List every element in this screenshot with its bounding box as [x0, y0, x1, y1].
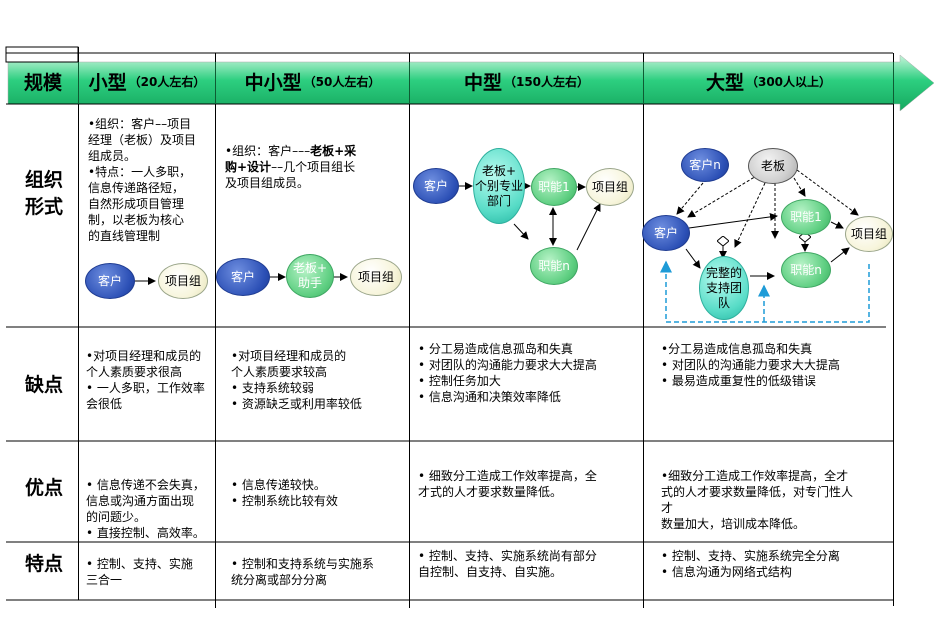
mid-client-node: 客户: [413, 168, 459, 204]
col-size: （50人左右）: [303, 74, 381, 89]
header-col-large: 大型（300人以上）: [644, 62, 893, 100]
org-smallmid-suffix: ––几个项目组长 及项目组成员。: [225, 160, 356, 190]
mid-func1-node: 职能1: [531, 168, 577, 206]
pros-mid-text: • 细致分工造成工作效率提高，全 才式的人才要求数量降低。: [418, 469, 597, 499]
header-col-smallmid: 中小型（50人左右）: [216, 62, 409, 100]
row-label-features: 特点: [24, 553, 63, 575]
large-team-node: 项目组: [845, 216, 893, 252]
large-client-n-node: 客户n: [681, 148, 729, 182]
large-client-node: 客户: [642, 215, 690, 251]
smallmid-team-node: 项目组: [350, 258, 402, 296]
header-col-small: 小型（20人左右）: [79, 62, 215, 100]
features-small-text: • 控制、支持、实施 三合一: [86, 557, 193, 587]
col-name: 中型: [463, 71, 502, 94]
header-scale-label: 规模: [8, 62, 78, 100]
col-size: （150人左右）: [503, 74, 590, 89]
pros-smallmid-text: • 信息传递较快。 • 控制系统比较有效: [231, 478, 338, 508]
features-large-text: • 控制、支持、实施系统完全分离 • 信息沟通为网络式结构: [661, 549, 840, 579]
org-smallmid-text: •组织：客户–––老板+采 购+设计––几个项目组长 及项目组成员。: [225, 143, 405, 191]
org-small-text: •组织：客户––项目 经理（老板）及项目 组成员。 •特点：一人多职， 信息传递…: [88, 117, 197, 243]
small-client-node: 客户: [85, 263, 135, 299]
cons-mid-text: • 分工易造成信息孤岛和失真 • 对团队的沟通能力要求大大提高 • 控制任务加大…: [418, 342, 597, 404]
cons-small-text: •对项目经理和成员的 个人素质要求很高 • 一人多职，工作效率 会很低: [86, 349, 205, 411]
smallmid-boss-node: 老板+ 助手: [286, 254, 334, 298]
large-support-node: 完整的 支持团 队: [699, 256, 749, 320]
features-smallmid-text: • 控制和支持系统与实施系 统分离或部分分离: [231, 557, 374, 587]
large-funcn-node: 职能n: [781, 252, 831, 288]
col-name: 中小型: [244, 71, 302, 94]
col-name: 大型: [705, 71, 744, 94]
large-boss-node: 老板: [748, 148, 798, 184]
cons-large-text: •分工易造成信息孤岛和失真 • 对团队的沟通能力要求大大提高 • 最易造成重复性…: [661, 342, 840, 388]
org-smallmid-prefix: •组织：客户–––: [225, 144, 311, 158]
mid-boss-node: 老板+ 个别专业 部门: [473, 148, 525, 224]
col-size: （300人以上）: [745, 74, 832, 89]
scale-label-text: 规模: [23, 71, 62, 94]
small-team-node: 项目组: [158, 263, 208, 299]
pros-small-text: • 信息传递不会失真， 信息或沟通方面出现 的问题少。 • 直接控制、高效率。: [86, 478, 205, 540]
mid-funcn-node: 职能n: [530, 247, 578, 285]
cons-smallmid-text: •对项目经理和成员的 个人素质要求较高 • 支持系统较弱 • 资源缺乏或利用率较…: [231, 349, 362, 411]
row-label-cons: 缺点: [24, 374, 63, 396]
row-label-org: 组织 形式: [24, 169, 63, 218]
large-func1-node: 职能1: [781, 199, 831, 235]
col-name: 小型: [88, 71, 127, 94]
features-mid-text: • 控制、支持、实施系统尚有部分 自控制、自支持、自实施。: [418, 549, 597, 579]
mid-team-node: 项目组: [586, 168, 634, 206]
row-label-pros: 优点: [24, 477, 63, 499]
org-smallmid-bold: 老板+采 购+设计: [225, 144, 357, 174]
pros-large-text: •细致分工造成工作效率提高，全才 式的人才要求数量降低，对专门性人 才 数量加大…: [661, 469, 854, 531]
header-col-mid: 中型（150人左右）: [410, 62, 643, 100]
col-size: （20人左右）: [128, 74, 206, 89]
smallmid-client-node: 客户: [216, 258, 270, 296]
